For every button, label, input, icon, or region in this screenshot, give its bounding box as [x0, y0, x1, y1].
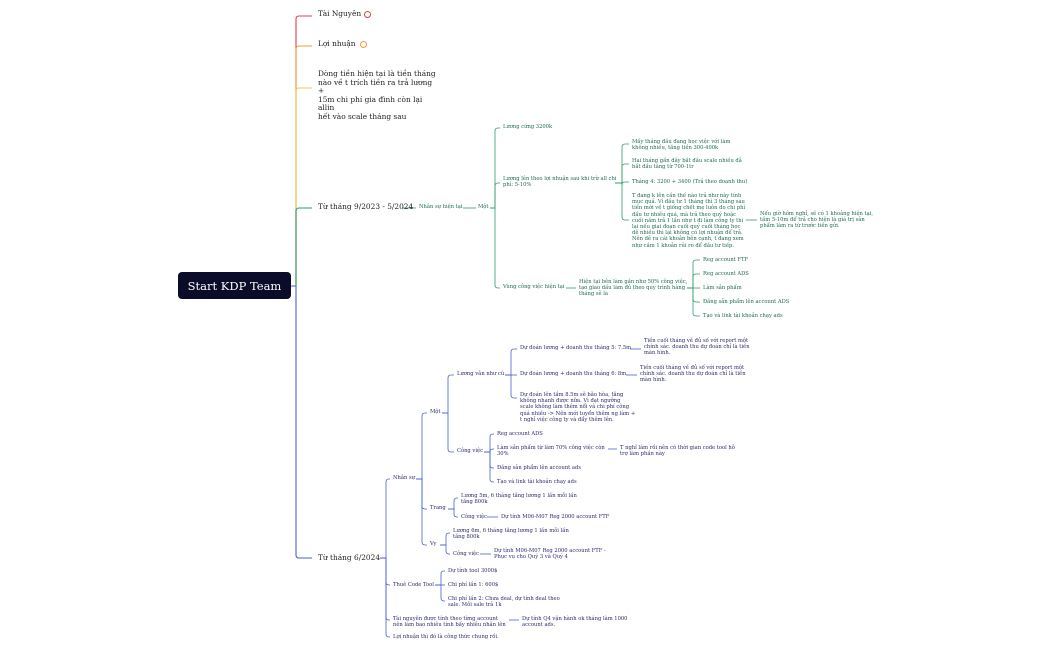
node-vy[interactable]: Vy — [430, 541, 437, 547]
node-du-tinh-q4[interactable]: Dự tính Q4 vận hành ok tháng làm 1000 ac… — [522, 616, 628, 629]
node-du-doan-len[interactable]: Dự đoán lên tầm 8.5m sẽ bão hòa, tăng kh… — [520, 392, 636, 423]
node-mot[interactable]: Một — [478, 204, 489, 210]
node-du-tinh-tool[interactable]: Dự tính tool 3000$ — [448, 568, 498, 574]
node-t-dang[interactable]: T đang k lên cần thế nào trả như này tín… — [632, 193, 746, 249]
node-vung-cong-viec[interactable]: Vùng công việc hiện tại — [503, 284, 565, 290]
branch-loi-nhuan[interactable]: Lợi nhuận — [318, 39, 356, 48]
node-lam-sp-2024[interactable]: Làm sản phẩm từ làm 70% công việc còn 30… — [497, 445, 605, 458]
node-tao-link-2024[interactable]: Tạo và link tài khoản chạy ads — [497, 479, 577, 485]
node-luong-6m[interactable]: Lương 6m, 6 tháng tăng lương 1 lần mỗi l… — [453, 528, 569, 541]
node-du-doan-5[interactable]: Dự đoán lương + doanh thu tháng 5: 7.5m — [520, 345, 632, 351]
node-du-tinh-vy[interactable]: Dự tính M06-M07 Reg 2000 account FTF - P… — [494, 548, 606, 561]
node-thang-4[interactable]: Tháng 4: 3200 + 3400 (Trả theo doanh thu… — [632, 179, 748, 185]
node-tai-nguyen-2024[interactable]: Tài nguyên được tính theo từng account n… — [393, 616, 506, 629]
node-dang-sp-2024[interactable]: Đăng sản phẩm lên account ads — [497, 465, 581, 471]
node-cong-viec[interactable]: Công việc — [457, 448, 483, 454]
node-tien-5[interactable]: Tiền cuối tháng về đủ số với report một … — [644, 338, 750, 357]
node-cv-vy[interactable]: Công việc — [453, 551, 479, 557]
node-cv-trang[interactable]: Công việc — [461, 514, 487, 520]
node-du-doan-6[interactable]: Dự đoán lương + doanh thu tháng 6: 8m — [520, 371, 627, 377]
node-neu-gio[interactable]: Nếu giờ hôm nghỉ, sẽ có 1 khoảng hiện tạ… — [760, 211, 874, 230]
node-t-nghi[interactable]: T nghĩ làm rồi nên có thời gian code too… — [620, 445, 735, 458]
node-trang[interactable]: Trang — [430, 505, 446, 511]
node-dang-san-pham[interactable]: Đăng sản phẩm lên account ADS — [703, 299, 790, 305]
node-hien-tai[interactable]: Hiện tại bên làm gần như 50% công việc, … — [579, 279, 688, 298]
node-hai-thang[interactable]: Hai tháng gần đây bắt đầu scale nhiều đã… — [632, 158, 742, 171]
node-mot-2024[interactable]: Một — [430, 409, 441, 415]
node-luong-5m[interactable]: Lương 5m, 6 tháng tăng lương 1 lần mỗi l… — [461, 493, 577, 506]
node-chi-phi-1[interactable]: Chi phí lần 1: 600$ — [448, 582, 499, 588]
branch-2023-2024[interactable]: Từ tháng 9/2023 - 5/2024 — [318, 202, 414, 211]
node-tien-6[interactable]: Tiền cuối tháng về đủ số với report một … — [640, 365, 746, 384]
node-reg-ads[interactable]: Reg account ADS — [703, 271, 749, 277]
node-loi-nhuan-2024[interactable]: Lợi nhuận thì đó là công thức chung rồi. — [393, 634, 499, 640]
node-nhan-su-hien-tai[interactable]: Nhân sự hiện tại — [419, 204, 463, 210]
branch-dong-tien[interactable]: Dòng tiền hiện tại là tiền tháng nào về … — [318, 69, 436, 121]
branch-tai-nguyen[interactable]: Tài Nguyên — [318, 9, 362, 18]
node-lam-san-pham[interactable]: Làm sản phẩm — [703, 285, 742, 291]
plus-circle-icon[interactable] — [364, 11, 371, 18]
node-nhan-su[interactable]: Nhân sự — [393, 475, 415, 481]
branch-2024[interactable]: Từ tháng 6/2024 — [318, 553, 381, 562]
node-luong-cung[interactable]: Lương cứng 3200k — [503, 124, 553, 130]
node-luong-len[interactable]: Lương lên theo lợi nhuận sau khi trừ all… — [503, 176, 617, 189]
plus-circle-icon[interactable] — [360, 41, 367, 48]
node-may-thang[interactable]: Mấy tháng đầu đang học việc với làm khôn… — [632, 139, 731, 152]
node-reg-ftf[interactable]: Reg account FTF — [703, 257, 749, 263]
node-tao-link[interactable]: Tạo và link tài khoản chạy ads — [703, 313, 783, 319]
node-luong-van[interactable]: Lương vẫn như cũ — [457, 371, 505, 377]
node-chi-phi-2[interactable]: Chi phí lần 2: Chưa deal, dự tính deal t… — [448, 596, 560, 609]
node-du-tinh-ftf[interactable]: Dự tính M06-M07 Reg 2000 account FTF — [501, 514, 610, 520]
root-node[interactable]: Start KDP Team — [178, 272, 291, 299]
node-thue-code[interactable]: Thuê Code Tool — [393, 582, 434, 588]
node-reg-ads-2024[interactable]: Reg account ADS — [497, 431, 543, 437]
